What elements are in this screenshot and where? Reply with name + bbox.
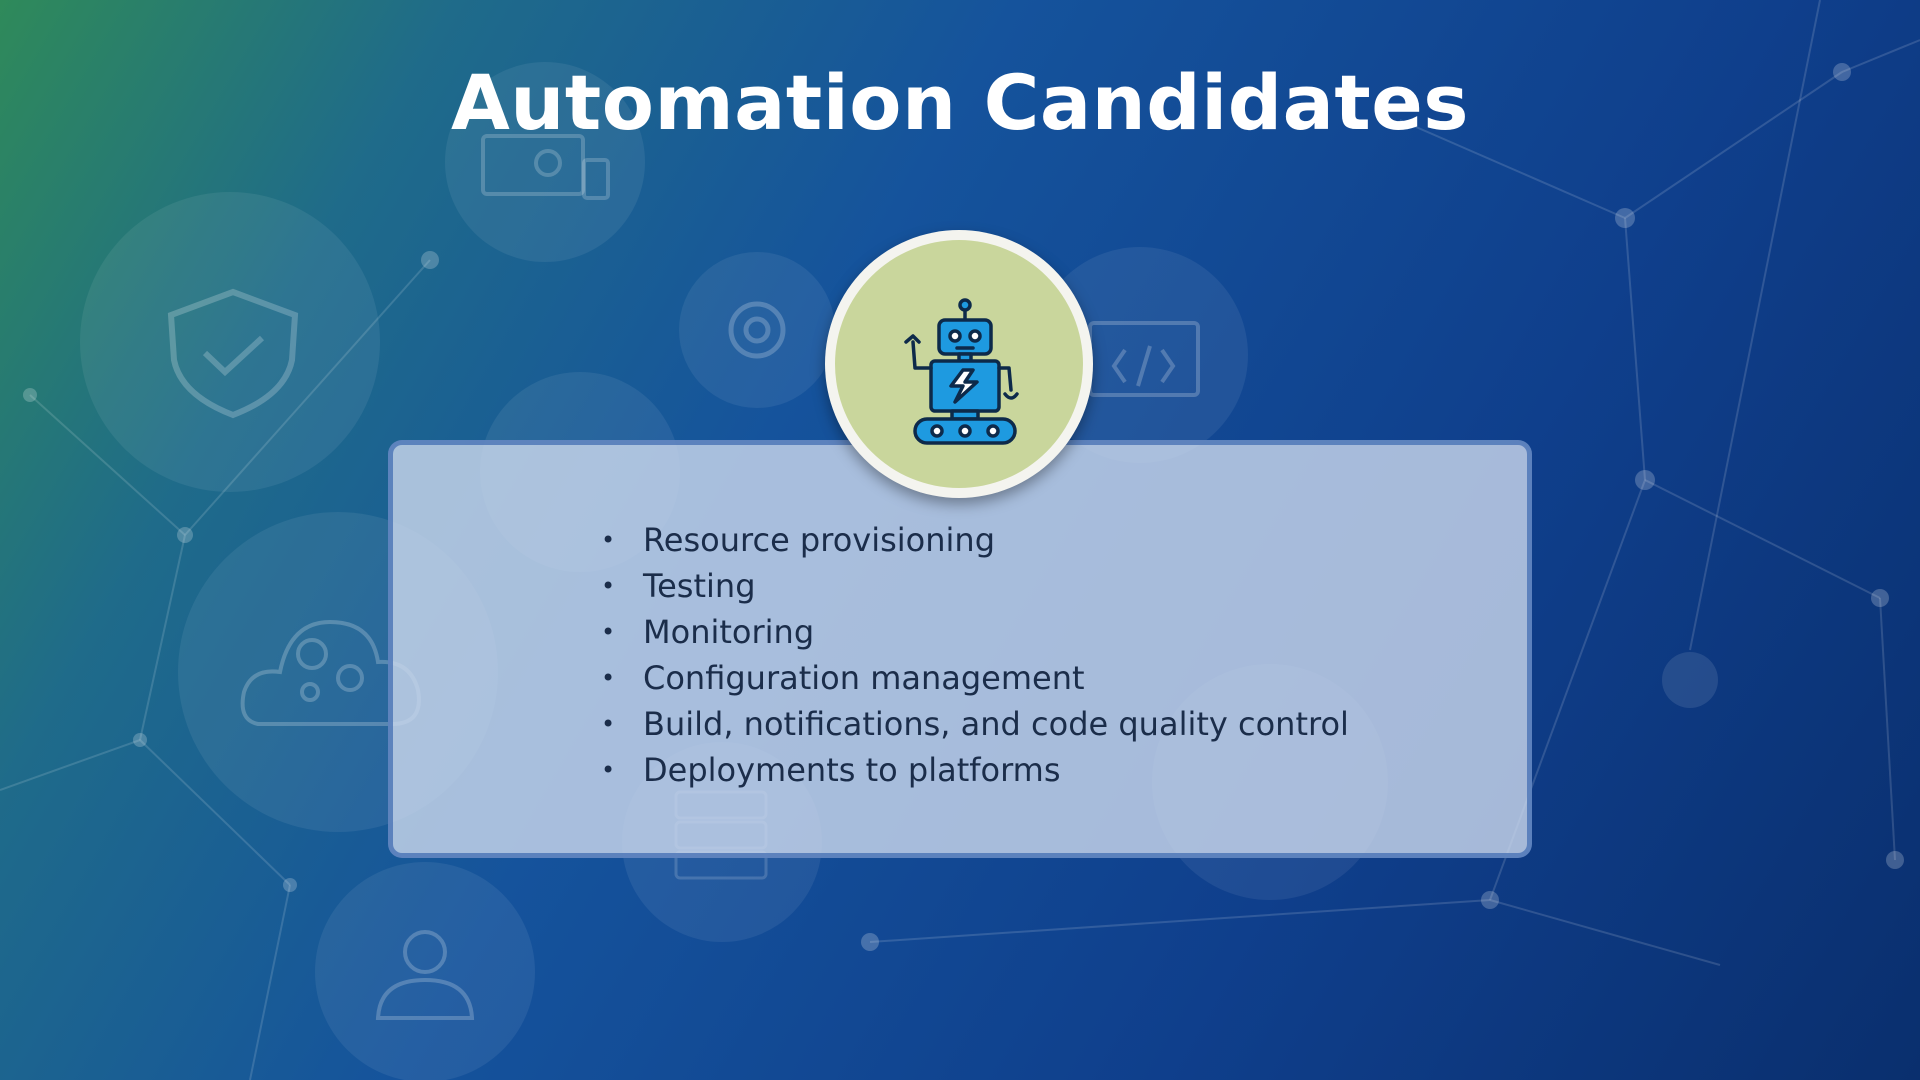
shield-check-icon — [167, 288, 299, 419]
bullet-icon: • — [601, 756, 616, 784]
list-item: • Resource provisioning — [601, 517, 1349, 563]
list-item: • Monitoring — [601, 609, 1349, 655]
bullet-icon: • — [601, 664, 616, 692]
bullet-icon: • — [601, 526, 616, 554]
devices-gear-icon — [481, 134, 610, 200]
robot-badge-inner — [835, 240, 1083, 488]
bullet-icon: • — [601, 618, 616, 646]
list-item-text: Testing — [643, 567, 756, 605]
list-item: • Deployments to platforms — [601, 747, 1349, 793]
list-item: • Testing — [601, 563, 1349, 609]
list-item: • Configuration management — [601, 655, 1349, 701]
bullet-icon: • — [601, 710, 616, 738]
user-gear-icon — [375, 930, 475, 1020]
list-item-text: Resource provisioning — [643, 521, 995, 559]
list-item-text: Build, notifications, and code quality c… — [643, 705, 1349, 743]
list-item-text: Monitoring — [643, 613, 815, 651]
list-item: • Build, notifications, and code quality … — [601, 701, 1349, 747]
automation-list: • Resource provisioning • Testing • Monitor… — [601, 517, 1349, 793]
list-item-text: Configuration management — [643, 659, 1085, 697]
robot-icon — [904, 298, 1019, 445]
slide-title: Automation Candidates — [450, 58, 1470, 147]
robot-badge — [825, 230, 1093, 498]
bullet-icon: • — [601, 572, 616, 600]
list-item-text: Deployments to platforms — [643, 751, 1061, 789]
gear-icon — [728, 301, 786, 359]
content-card: • Resource provisioning • Testing • Monitor… — [388, 440, 1532, 858]
